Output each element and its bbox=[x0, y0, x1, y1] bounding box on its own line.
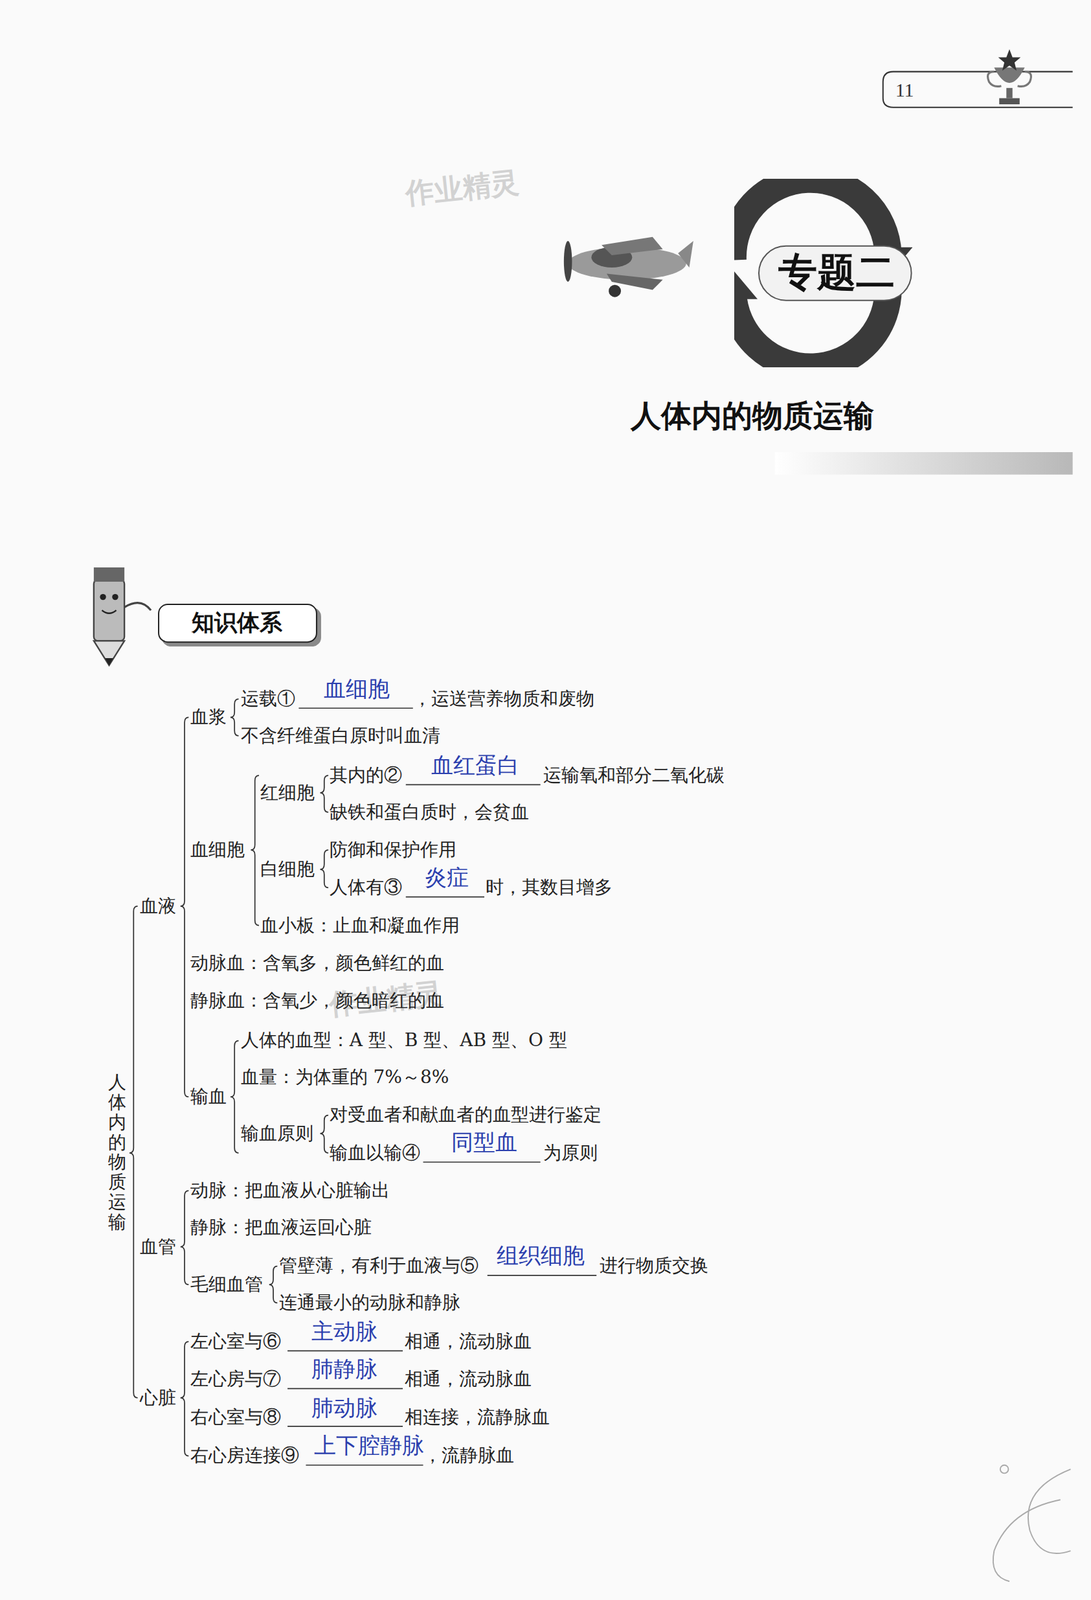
tree-text: 白细胞 bbox=[260, 857, 315, 880]
curly-brace bbox=[230, 698, 239, 736]
answer-text: 上下腔静脉 bbox=[314, 1431, 425, 1459]
page-title: 人体内的物质运输 bbox=[630, 397, 875, 434]
tree-text: 动脉血：含氧多，颜色鲜红的血 bbox=[190, 951, 445, 974]
tree-text: 血量：为体重的 7%～8% bbox=[240, 1065, 450, 1088]
floral-decoration bbox=[993, 1464, 1071, 1582]
tree-text: 运载① bbox=[240, 687, 296, 710]
tree-text: 左心房与⑦ bbox=[190, 1367, 282, 1390]
answer-text: 同型血 bbox=[451, 1128, 518, 1156]
tree-text: 血浆 bbox=[190, 705, 227, 728]
curly-brace bbox=[319, 1114, 329, 1153]
tree-text: 进行物质交换 bbox=[599, 1254, 709, 1277]
page-number-frame bbox=[883, 71, 1073, 108]
tree-text: 输血以输④ bbox=[329, 1141, 421, 1164]
section-tab: 知识体系 bbox=[157, 603, 322, 647]
title-bar bbox=[775, 451, 1073, 475]
tree-text: 动脉：把血液从心脏输出 bbox=[190, 1179, 390, 1202]
tree-text: 缺铁和蛋白质时，会贫血 bbox=[329, 800, 529, 823]
trophy-icon bbox=[988, 49, 1032, 105]
answer-blank bbox=[305, 1463, 423, 1466]
tree-text: 防御和保护作用 bbox=[329, 838, 457, 861]
tree-text: 为原则 bbox=[543, 1141, 598, 1164]
answer-text: 炎症 bbox=[424, 863, 469, 891]
curly-brace bbox=[129, 905, 138, 1398]
tree-text: ，运送营养物质和废物 bbox=[413, 687, 595, 710]
curly-brace bbox=[230, 1040, 239, 1153]
tree-text: 相通，流动脉血 bbox=[404, 1329, 532, 1352]
answer-text: 主动脉 bbox=[311, 1317, 378, 1345]
answer-blank bbox=[287, 1425, 403, 1427]
airplane-illustration bbox=[563, 236, 694, 298]
tree-text: 时，其数目增多 bbox=[485, 876, 613, 899]
tree-text: 连通最小的动脉和静脉 bbox=[279, 1291, 461, 1314]
tree-text: 血管 bbox=[139, 1235, 177, 1258]
curly-brace bbox=[180, 716, 190, 1097]
page-ground bbox=[18, 18, 1073, 1582]
answer-text: 肺动脉 bbox=[311, 1394, 378, 1421]
page-number: 11 bbox=[895, 78, 915, 102]
tree-text: 右心房连接⑨ bbox=[190, 1443, 300, 1466]
tree-text: 右心室与⑧ bbox=[190, 1405, 282, 1428]
tree-text: 其内的② bbox=[329, 764, 403, 787]
tree-text: 左心室与⑥ bbox=[190, 1329, 282, 1352]
node-text: 专题二 bbox=[778, 246, 895, 300]
tree-text: 相通，流动脉血 bbox=[404, 1367, 532, 1390]
tree-text: 静脉：把血液运回心脏 bbox=[190, 1215, 372, 1238]
curly-brace bbox=[180, 1190, 190, 1284]
curly-brace bbox=[250, 775, 259, 925]
answer-text: 组织细胞 bbox=[496, 1241, 585, 1269]
curly-brace bbox=[319, 775, 329, 812]
tree-text: 人体的血型：A 型、B 型、AB 型、O 型 bbox=[240, 1028, 568, 1051]
vertical-heading: 人体内的物质运输 bbox=[108, 1072, 127, 1232]
tree-text: 毛细血管 bbox=[190, 1272, 263, 1295]
curly-brace bbox=[269, 1265, 278, 1303]
answer-text: 血红蛋白 bbox=[431, 751, 520, 779]
curly-brace bbox=[319, 849, 329, 888]
answer-blank bbox=[287, 1349, 403, 1352]
tree-text: 血细胞 bbox=[190, 838, 245, 861]
answer-text: 血细胞 bbox=[323, 675, 390, 702]
tree-text: 输血 bbox=[190, 1085, 227, 1108]
answer-blank bbox=[405, 896, 485, 898]
node-text: 知识体系 bbox=[191, 607, 283, 638]
tree-text: 血液 bbox=[139, 894, 177, 917]
answer-blank bbox=[487, 1274, 597, 1276]
tree-text: 血小板：止血和凝血作用 bbox=[260, 914, 460, 937]
answer-blank bbox=[287, 1387, 403, 1389]
tree-text: 输血原则 bbox=[240, 1122, 314, 1145]
topic-badge: 专题二 bbox=[734, 178, 913, 368]
tree-text: 管壁薄，有利于血液与⑤ bbox=[279, 1254, 479, 1277]
pencil-mascot bbox=[93, 567, 151, 665]
tree-text: 红细胞 bbox=[260, 781, 315, 804]
tree-text: ，流静脉血 bbox=[423, 1443, 515, 1466]
tree-text: 人体有③ bbox=[329, 876, 403, 899]
tree-text: 心脏 bbox=[139, 1386, 177, 1409]
tree-text: 不含纤维蛋白原时叫血清 bbox=[240, 724, 441, 747]
answer-text: 肺静脉 bbox=[311, 1355, 378, 1382]
answer-blank bbox=[423, 1160, 541, 1163]
tree-text: 运输氧和部分二氧化碳 bbox=[543, 764, 725, 787]
tree-text: 相连接，流静脉血 bbox=[404, 1405, 550, 1428]
answer-blank bbox=[405, 784, 541, 786]
answer-blank bbox=[298, 707, 413, 709]
tree-text: 对受血者和献血者的血型进行鉴定 bbox=[329, 1103, 602, 1126]
curly-brace bbox=[180, 1340, 190, 1455]
tree-text: 静脉血：含氧少，颜色暗红的血 bbox=[190, 989, 445, 1012]
